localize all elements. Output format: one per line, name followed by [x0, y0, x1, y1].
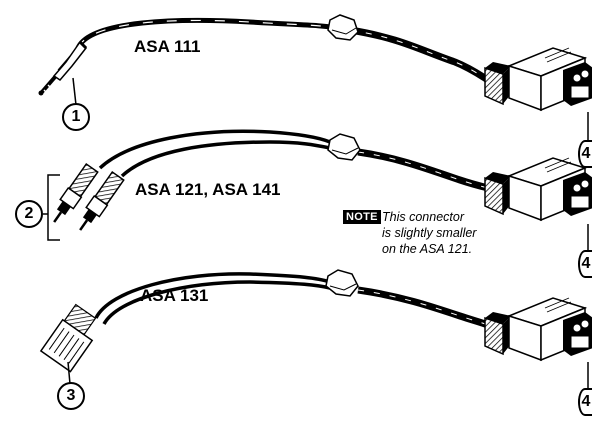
ferrite-bead [327, 133, 361, 161]
callout-4-bottom: 4 [578, 388, 592, 416]
note-badge: NOTE [343, 210, 381, 224]
cable-asa131 [94, 272, 490, 329]
callout-3: 3 [57, 382, 85, 410]
ferrite-bead [325, 269, 359, 297]
cable-asa111 [75, 17, 490, 83]
label-asa121-141: ASA 121, ASA 141 [135, 180, 281, 199]
label-asa131: ASA 131 [140, 286, 209, 305]
note-line-2: is slightly smaller [382, 226, 477, 240]
stereo-mini-plug [38, 40, 88, 96]
rca-plugs [53, 162, 125, 231]
label-asa111: ASA 111 [134, 37, 201, 56]
callout-2: 2 [15, 200, 43, 228]
callout-1: 1 [62, 103, 90, 131]
ferrite-bead [327, 14, 359, 41]
captive-screw-connector [484, 47, 592, 112]
captive-screw-connector [484, 157, 592, 222]
cable-asa121-141 [98, 129, 489, 192]
callout-4-middle: 4 [578, 250, 592, 278]
note-text: This connector is slightly smaller on th… [382, 209, 527, 257]
note-line-3: on the ASA 121. [382, 242, 473, 256]
callout-4-top: 4 [578, 140, 592, 168]
note-line-1: This connector [382, 210, 464, 224]
captive-screw-connector [484, 297, 592, 362]
modular-plug [39, 303, 97, 373]
